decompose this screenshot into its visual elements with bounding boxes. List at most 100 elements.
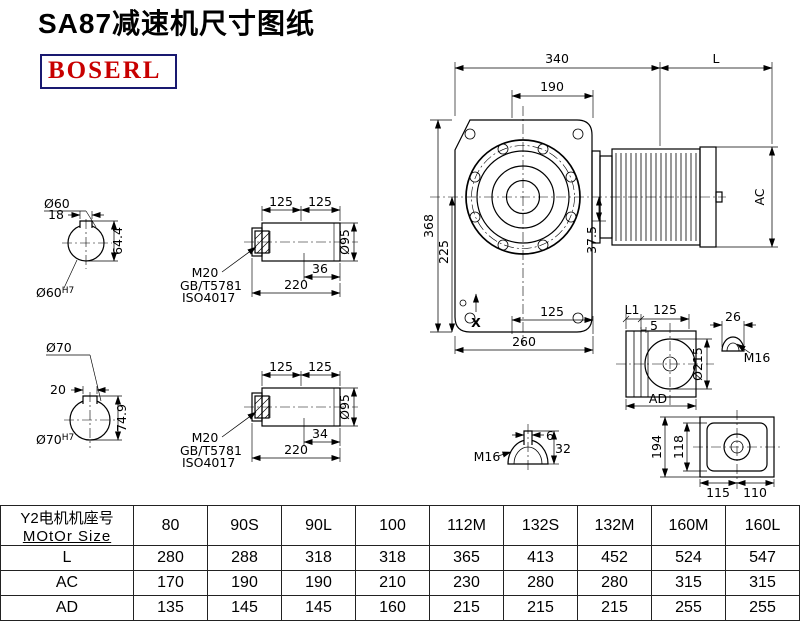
thread-label-m20-b: M20 <box>192 430 219 445</box>
bore-label-60H7: Ø60H7 <box>36 285 74 300</box>
cell-AC-5: 280 <box>503 570 578 596</box>
dim-label-220-top: 220 <box>284 277 308 292</box>
col-header-80: 80 <box>133 505 208 546</box>
cell-AC-2: 190 <box>281 570 356 596</box>
std-label-iso: ISO4017 <box>182 290 235 305</box>
dim-label-AD: AD <box>649 391 667 406</box>
cell-L-5: 413 <box>503 545 578 571</box>
std-label-iso-b: ISO4017 <box>182 455 235 470</box>
col-header-90S: 90S <box>207 505 282 546</box>
cell-AC-7: 315 <box>651 570 726 596</box>
row-label-AD: AD <box>0 595 134 621</box>
cell-L-7: 524 <box>651 545 726 571</box>
motor-dimension-table: Y2电机机座号 MOtOr Size 80 90S 90L 100 112M 1… <box>0 505 800 621</box>
dim-label-AC: AC <box>752 188 767 205</box>
cell-AD-2: 145 <box>281 595 356 621</box>
cell-AD-7: 255 <box>651 595 726 621</box>
cell-AC-8: 315 <box>725 570 800 596</box>
dim-label-125-left-b: 125 <box>269 359 293 374</box>
cell-AD-5: 215 <box>503 595 578 621</box>
bore-label-70H7: Ø70H7 <box>36 432 74 447</box>
dim-label-125-right: 125 <box>308 194 332 209</box>
row-label-AC: AC <box>0 570 134 596</box>
cell-AD-4: 215 <box>429 595 504 621</box>
cell-AD-1: 145 <box>207 595 282 621</box>
dim-label-115: 115 <box>706 485 730 500</box>
cell-L-2: 318 <box>281 545 356 571</box>
cell-AD-6: 215 <box>577 595 652 621</box>
cell-L-3: 318 <box>355 545 430 571</box>
dim-label-190: 190 <box>540 79 564 94</box>
col-header-112M: 112M <box>429 505 504 546</box>
technical-drawing: 340 L 190 368 225 37.5 125 260 X <box>36 51 781 500</box>
reducer-side-view: L1 125 5 AD Ø215 <box>616 302 714 410</box>
dia-label-215: Ø215 <box>690 347 705 381</box>
dim-label-110: 110 <box>743 485 767 500</box>
std-label-gb: GB/T5781 <box>180 278 242 293</box>
cell-AD-3: 160 <box>355 595 430 621</box>
cell-AC-4: 230 <box>429 570 504 596</box>
table-row-AD: AD 135 145 145 160 215 215 215 255 255 <box>0 595 800 621</box>
dim-label-6: 6 <box>546 428 554 443</box>
dim-label-5: 5 <box>650 318 658 333</box>
table-header-motor-size: Y2电机机座号 MOtOr Size <box>0 505 134 546</box>
label-x-marker: X <box>471 315 481 330</box>
dim-label-32: 32 <box>555 441 571 456</box>
thread-label-m16-right: M16 <box>744 350 771 365</box>
dim-label-64-4: 64.4 <box>110 227 125 255</box>
col-header-90L: 90L <box>281 505 356 546</box>
output-flange-view: 194 118 115 110 <box>649 410 781 500</box>
col-header-132M: 132M <box>577 505 652 546</box>
brand-logo: BOSERL <box>40 54 178 89</box>
cell-AD-8: 255 <box>725 595 800 621</box>
shaft-60-end-view: 18 Ø60 64.4 Ø60H7 <box>36 196 125 300</box>
dia-label-95-top: Ø95 <box>337 229 352 255</box>
dim-label-20: 20 <box>50 382 66 397</box>
dia-label-70: Ø70 <box>46 340 72 355</box>
table-row-AC: AC 170 190 190 210 230 280 280 315 315 <box>0 570 800 596</box>
cell-AC-0: 170 <box>133 570 208 596</box>
dim-label-368: 368 <box>421 214 436 238</box>
cell-AC-1: 190 <box>207 570 282 596</box>
shaft-end-26-detail: 26 M16 <box>710 309 770 365</box>
shaft-70-end-view: 20 Ø70 74.9 Ø70H7 <box>36 340 129 448</box>
dim-label-L: L <box>713 51 720 66</box>
row-label-L: L <box>0 545 134 571</box>
page-title: SA87减速机尺寸图纸 <box>38 8 316 39</box>
dim-label-125-side: 125 <box>653 302 677 317</box>
dim-label-340: 340 <box>545 51 569 66</box>
dim-label-225: 225 <box>436 240 451 264</box>
dim-label-125-right-b: 125 <box>308 359 332 374</box>
hollow-shaft-bottom-section: 125 125 M20 GB/T5781 ISO4017 34 220 Ø95 <box>180 359 358 470</box>
table-header-row: Y2电机机座号 MOtOr Size 80 90S 90L 100 112M 1… <box>0 505 800 546</box>
col-header-160M: 160M <box>651 505 726 546</box>
dim-label-36: 36 <box>312 261 328 276</box>
table-row-L: L 280 288 318 318 365 413 452 524 547 <box>0 545 800 571</box>
dim-label-37-5: 37.5 <box>584 226 599 254</box>
dim-label-26: 26 <box>725 309 741 324</box>
main-front-view: 340 L 190 368 225 37.5 125 260 X <box>421 51 778 354</box>
std-label-gb-b: GB/T5781 <box>180 443 242 458</box>
cell-AD-0: 135 <box>133 595 208 621</box>
col-header-160L: 160L <box>725 505 800 546</box>
hollow-shaft-top-section: 125 125 M20 GB/T5781 ISO4017 36 220 Ø95 <box>180 194 358 305</box>
dim-label-34: 34 <box>312 426 328 441</box>
thread-label-m20: M20 <box>192 265 219 280</box>
dim-label-220-bottom: 220 <box>284 442 308 457</box>
dim-label-74-9: 74.9 <box>114 404 129 432</box>
dim-label-125-bottom: 125 <box>540 304 564 319</box>
cell-L-1: 288 <box>207 545 282 571</box>
dim-label-L1: L1 <box>625 302 640 317</box>
dim-label-118: 118 <box>671 435 686 459</box>
cell-AC-6: 280 <box>577 570 652 596</box>
thread-label-m16-bottom: M16 <box>474 449 501 464</box>
dia-label-95-bottom: Ø95 <box>337 394 352 420</box>
cell-L-8: 547 <box>725 545 800 571</box>
dim-label-260: 260 <box>512 334 536 349</box>
header-line1: Y2电机机座号 <box>20 509 114 527</box>
dim-label-125-left: 125 <box>269 194 293 209</box>
cell-L-4: 365 <box>429 545 504 571</box>
col-header-100: 100 <box>355 505 430 546</box>
dim-label-194: 194 <box>649 435 664 459</box>
